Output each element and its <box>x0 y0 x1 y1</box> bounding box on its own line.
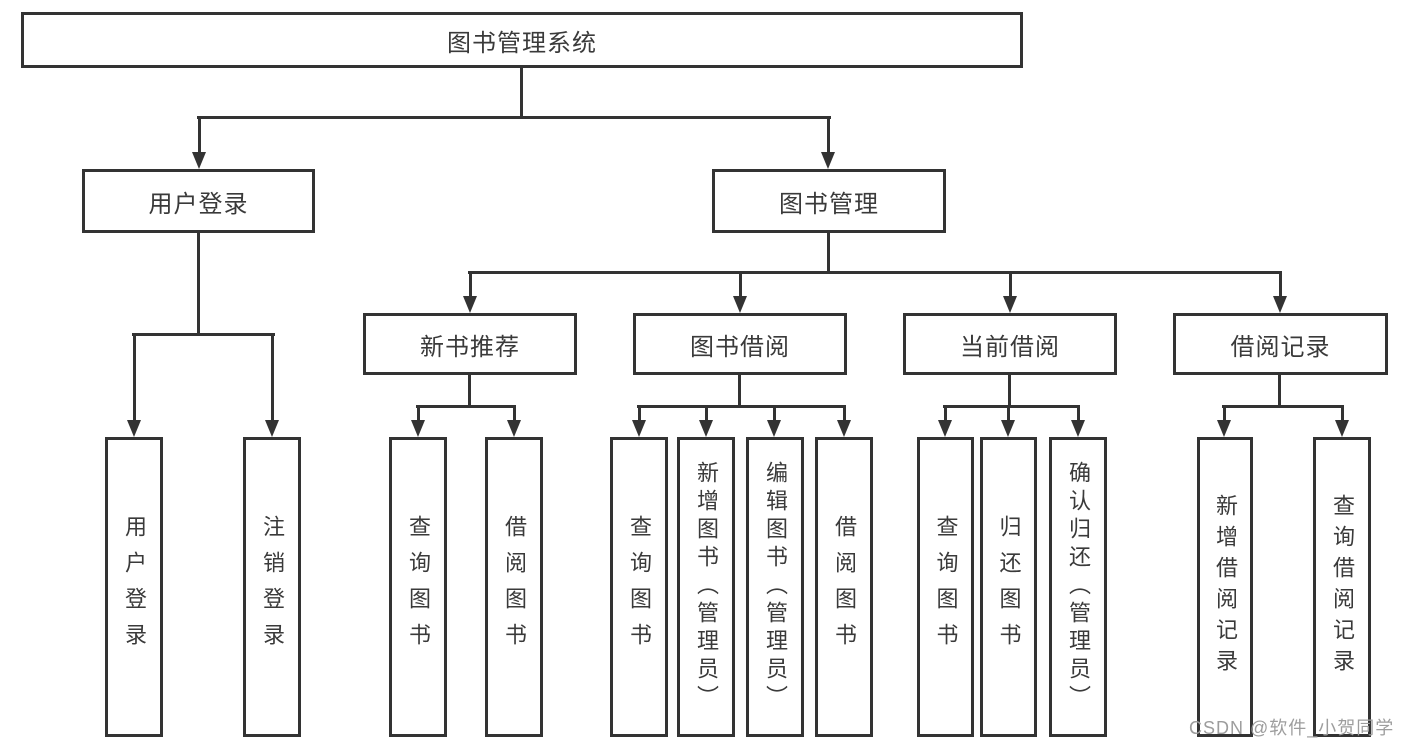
connector-book-management-stem <box>827 233 830 273</box>
connector-book-borrowing-bus <box>637 405 846 408</box>
arrow-down-icon-borrow-records <box>1273 271 1287 313</box>
node-library-management-system-label: 图书管理系统 <box>447 29 597 57</box>
leaf-add-book-admin: 新增图书（管理员） <box>677 437 735 737</box>
leaf-query-borrow-record: 查询借阅记录 <box>1313 437 1371 737</box>
leaf-add-book-admin-label: 新增图书（管理员） <box>694 461 719 713</box>
leaf-query-books-1-label: 查询图书 <box>406 515 431 659</box>
leaf-confirm-return-admin-label: 确认归还（管理员） <box>1066 461 1091 713</box>
connector-current-borrowing-stem <box>1008 375 1011 406</box>
arrow-down-icon-confirm-return <box>1071 405 1085 437</box>
leaf-query-books-1: 查询图书 <box>389 437 447 737</box>
leaf-logout-label: 注销登录 <box>260 515 285 659</box>
connector-new-book-recommend-bus <box>416 405 516 408</box>
leaf-query-books-2-label: 查询图书 <box>627 515 652 659</box>
node-book-borrowing-label: 图书借阅 <box>690 333 790 361</box>
connector-borrow-records-stem <box>1278 375 1281 406</box>
leaf-return-books-label: 归还图书 <box>996 515 1022 659</box>
arrow-down-icon-borrow-books-1 <box>507 405 521 437</box>
node-new-book-recommend: 新书推荐 <box>363 313 577 375</box>
connector-user-login-bus <box>132 333 275 336</box>
arrow-down-icon-book-management <box>821 116 835 169</box>
watermark-text: CSDN @软件_小贺同学 <box>1189 718 1395 738</box>
leaf-confirm-return-admin: 确认归还（管理员） <box>1049 437 1107 737</box>
leaf-borrow-books-2-label: 借阅图书 <box>832 515 857 659</box>
arrow-down-icon-new-book-recommend <box>463 271 477 313</box>
arrow-down-icon-login <box>127 333 141 437</box>
arrow-down-icon-book-borrowing <box>733 271 747 313</box>
arrow-down-icon-logout <box>265 333 279 437</box>
arrow-down-icon-add-book <box>699 405 713 437</box>
leaf-user-login: 用户登录 <box>105 437 163 737</box>
connector-book-management-bus <box>468 271 1281 274</box>
node-user-login: 用户登录 <box>82 169 315 233</box>
arrow-down-icon-return-books <box>1001 405 1015 437</box>
connector-book-borrowing-stem <box>738 375 741 406</box>
arrow-down-icon-user-login <box>192 116 206 169</box>
node-current-borrowing-label: 当前借阅 <box>960 333 1060 361</box>
arrow-down-icon-query-books-1 <box>411 405 425 437</box>
node-borrow-records-label: 借阅记录 <box>1230 333 1331 361</box>
arrow-down-icon-current-borrowing <box>1003 271 1017 313</box>
leaf-borrow-books-1-label: 借阅图书 <box>502 515 527 659</box>
leaf-add-borrow-record-label: 新增借阅记录 <box>1213 494 1238 680</box>
connector-current-borrowing-bus <box>943 405 1080 408</box>
arrow-down-icon-query-books-3 <box>938 405 952 437</box>
node-library-management-system: 图书管理系统 <box>21 12 1023 68</box>
node-user-login-label: 用户登录 <box>148 190 249 218</box>
connector-root-bus <box>197 116 831 119</box>
leaf-query-books-3: 查询图书 <box>917 437 974 737</box>
leaf-user-login-label: 用户登录 <box>122 515 147 659</box>
leaf-borrow-books-2: 借阅图书 <box>815 437 873 737</box>
leaf-edit-book-admin-label: 编辑图书（管理员） <box>763 461 788 713</box>
leaf-add-borrow-record: 新增借阅记录 <box>1197 437 1253 737</box>
node-book-management-label: 图书管理 <box>779 190 879 218</box>
leaf-query-books-2: 查询图书 <box>610 437 668 737</box>
connector-root-stem <box>520 68 523 118</box>
arrow-down-icon-query-borrow-record <box>1335 405 1349 437</box>
node-book-management: 图书管理 <box>712 169 946 233</box>
arrow-down-icon-borrow-books-2 <box>837 405 851 437</box>
leaf-query-books-3-label: 查询图书 <box>933 515 959 659</box>
arrow-down-icon-add-borrow-record <box>1217 405 1231 437</box>
connector-borrow-records-bus <box>1222 405 1344 408</box>
arrow-down-icon-query-books-2 <box>632 405 646 437</box>
leaf-logout: 注销登录 <box>243 437 301 737</box>
leaf-query-borrow-record-label: 查询借阅记录 <box>1330 494 1355 680</box>
leaf-borrow-books-1: 借阅图书 <box>485 437 543 737</box>
arrow-down-icon-edit-book <box>767 405 781 437</box>
leaf-return-books: 归还图书 <box>980 437 1037 737</box>
node-book-borrowing: 图书借阅 <box>633 313 847 375</box>
connector-user-login-stem <box>197 233 200 335</box>
node-current-borrowing: 当前借阅 <box>903 313 1117 375</box>
node-new-book-recommend-label: 新书推荐 <box>420 333 520 361</box>
node-borrow-records: 借阅记录 <box>1173 313 1388 375</box>
connector-new-book-recommend-stem <box>468 375 471 406</box>
leaf-edit-book-admin: 编辑图书（管理员） <box>746 437 804 737</box>
